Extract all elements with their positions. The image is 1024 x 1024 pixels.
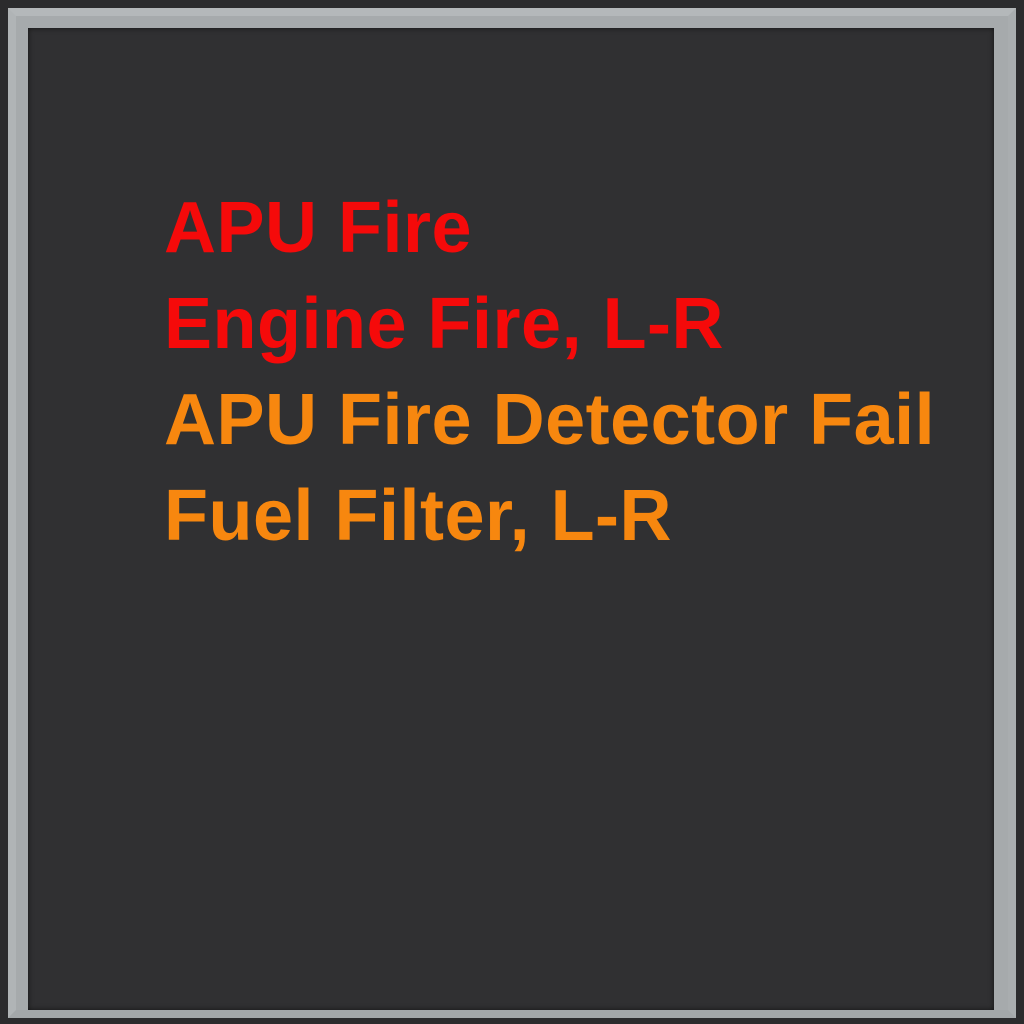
- cas-message-warning: Engine Fire, L-R: [164, 284, 725, 364]
- cas-message-caution: APU Fire Detector Fail: [164, 380, 936, 460]
- cas-message-list: APU Fire Engine Fire, L-R APU Fire Detec…: [164, 180, 935, 564]
- cas-message-warning: APU Fire: [164, 188, 473, 268]
- display-bezel: APU Fire Engine Fire, L-R APU Fire Detec…: [8, 8, 1016, 1018]
- cas-message-caution: Fuel Filter, L-R: [164, 476, 673, 556]
- cas-screen: APU Fire Engine Fire, L-R APU Fire Detec…: [28, 28, 994, 1010]
